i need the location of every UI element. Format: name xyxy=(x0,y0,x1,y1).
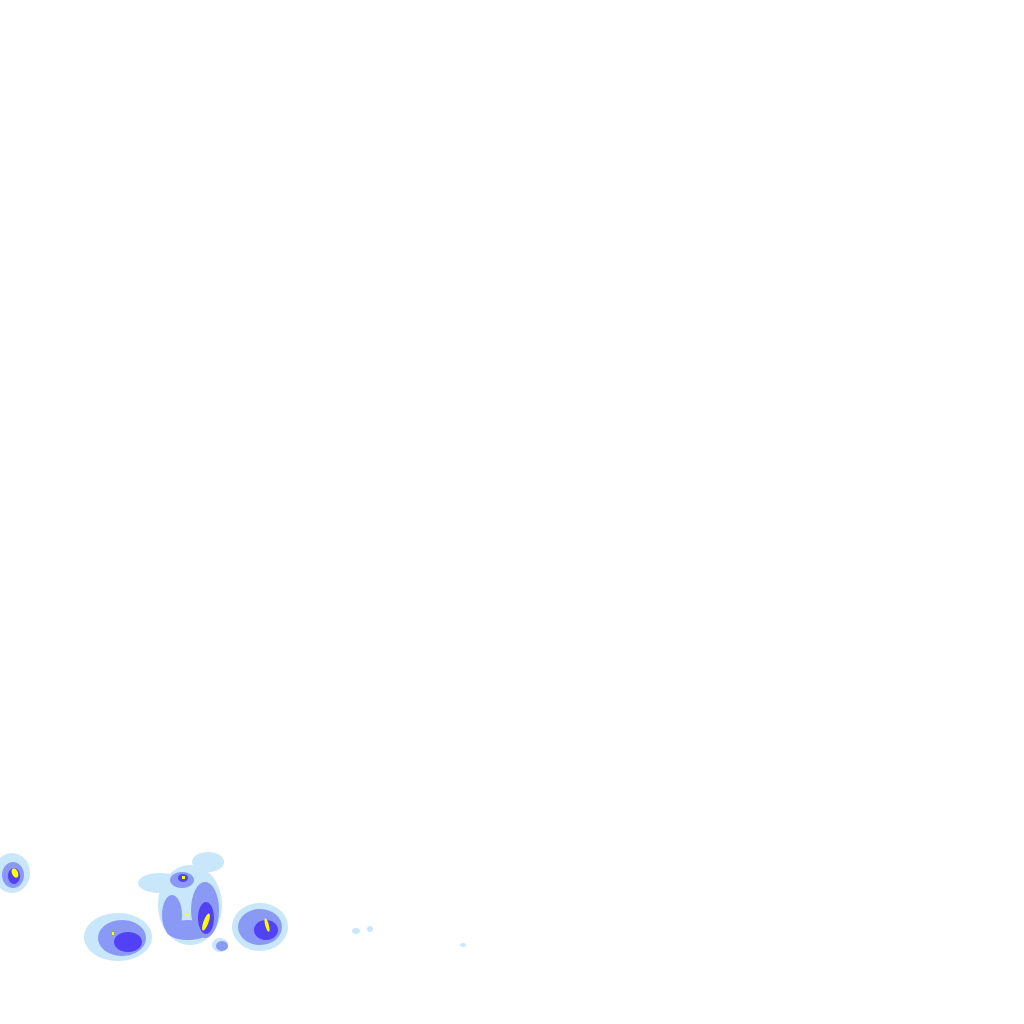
light-echoes xyxy=(0,852,466,961)
intense-echoes xyxy=(11,868,270,935)
